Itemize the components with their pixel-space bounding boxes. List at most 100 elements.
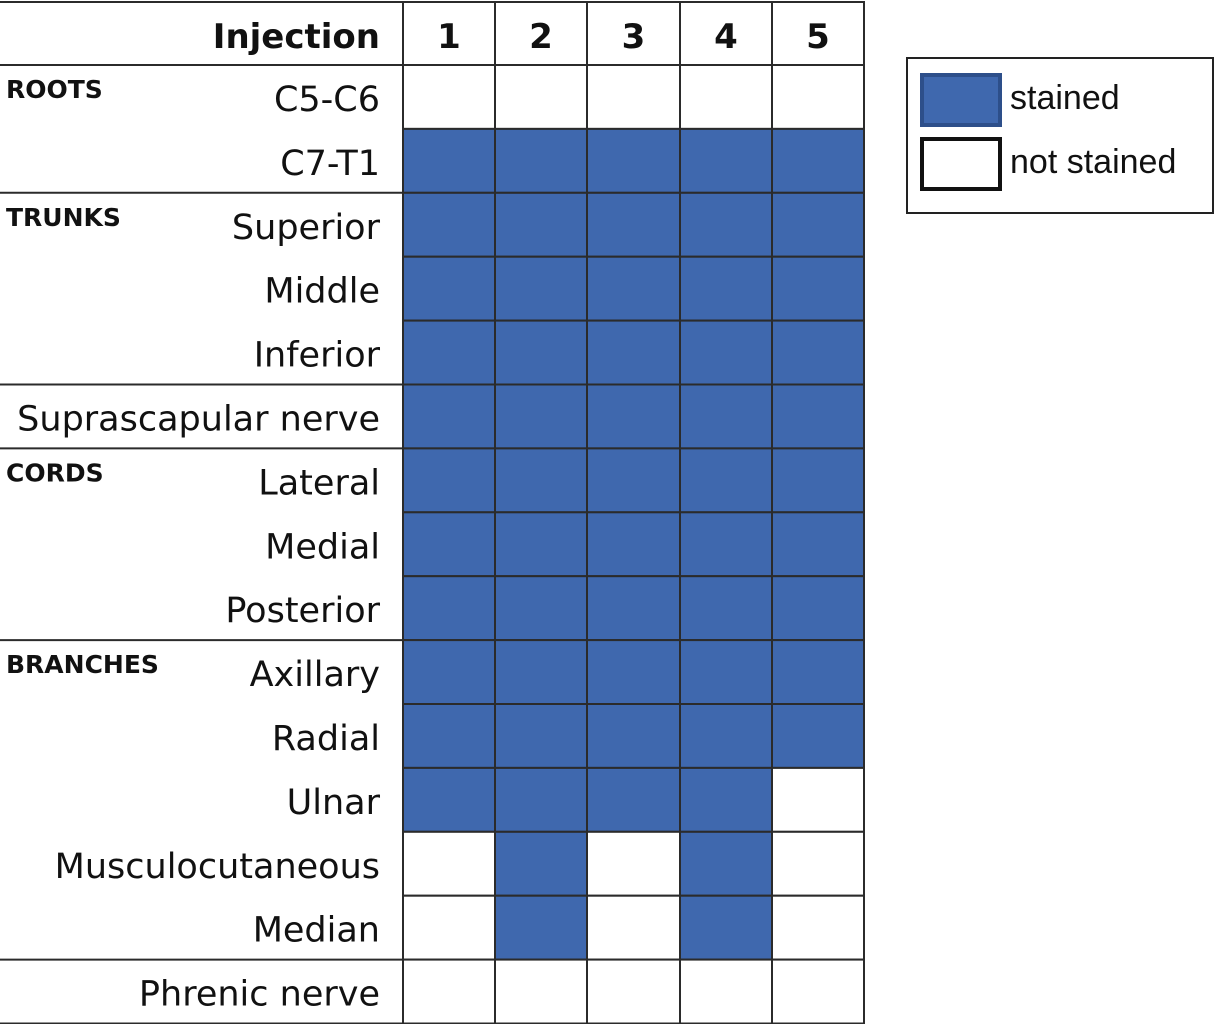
cell-not-stained — [586, 958, 681, 1025]
cell-stained — [679, 830, 773, 897]
cell-stained — [586, 639, 681, 705]
cell-stained — [771, 575, 865, 642]
cell-not-stained — [402, 894, 496, 961]
cell-stained — [586, 127, 681, 194]
cell-not-stained — [679, 64, 773, 130]
row-label: Superior — [232, 208, 381, 248]
cell-not-stained — [494, 64, 588, 130]
cell-stained — [402, 383, 496, 450]
cell-stained — [679, 575, 773, 642]
cell-stained — [679, 127, 773, 194]
cell-not-stained — [494, 958, 588, 1025]
group-label: ROOTS — [6, 75, 103, 104]
cell-not-stained — [586, 830, 681, 897]
cell-stained — [494, 191, 588, 258]
cell-stained — [679, 191, 773, 258]
row-label: Lateral — [258, 463, 380, 503]
column-header-label: 5 — [806, 17, 830, 57]
cell-stained — [402, 127, 496, 194]
cell-stained — [679, 703, 773, 769]
cell-stained — [679, 894, 773, 961]
cell-stained — [679, 511, 773, 578]
header-cell — [771, 1, 865, 66]
cell-stained — [402, 255, 496, 322]
cell-not-stained — [586, 64, 681, 130]
cell-stained — [402, 511, 496, 578]
cell-not-stained — [771, 64, 865, 130]
cell-stained — [494, 830, 588, 897]
cell-stained — [494, 127, 588, 194]
cell-stained — [771, 319, 865, 386]
cell-stained — [679, 319, 773, 386]
cell-stained — [494, 639, 588, 705]
cell-stained — [494, 766, 588, 833]
row-label: Inferior — [254, 336, 381, 376]
cell-not-stained — [402, 64, 496, 130]
row-label: Posterior — [225, 591, 380, 631]
row-label: Median — [253, 911, 380, 951]
group-label: BRANCHES — [6, 650, 159, 679]
column-header-label: 2 — [529, 17, 553, 57]
cell-stained — [771, 511, 865, 578]
cell-not-stained — [771, 958, 865, 1025]
legend-swatch — [920, 137, 1002, 191]
cell-stained — [494, 703, 588, 769]
cell-stained — [586, 575, 681, 642]
header-injection-label: Injection — [213, 17, 380, 57]
row-label: Ulnar — [287, 783, 381, 823]
row-label: Medial — [265, 527, 380, 567]
cell-stained — [494, 511, 588, 578]
cell-stained — [679, 639, 773, 705]
column-header-label: 4 — [714, 17, 738, 57]
cell-stained — [586, 703, 681, 769]
cell-stained — [494, 255, 588, 322]
row-label: C5-C6 — [274, 80, 380, 120]
cell-stained — [586, 447, 681, 514]
row-label: Phrenic nerve — [139, 975, 380, 1015]
column-header-label: 3 — [622, 17, 646, 57]
cell-stained — [494, 894, 588, 961]
cell-stained — [586, 383, 681, 450]
cell-stained — [402, 575, 496, 642]
legend-label: not stained — [1010, 143, 1176, 181]
cell-stained — [771, 191, 865, 258]
row-label: Musculocutaneous — [55, 847, 380, 887]
cell-stained — [494, 575, 588, 642]
legend-swatch — [920, 73, 1002, 127]
cell-stained — [771, 255, 865, 322]
cell-stained — [586, 191, 681, 258]
cell-stained — [586, 255, 681, 322]
row-label: Radial — [272, 719, 380, 759]
group-label: CORDS — [6, 458, 104, 487]
cell-stained — [586, 511, 681, 578]
cell-stained — [494, 447, 588, 514]
legend-label: stained — [1010, 79, 1120, 117]
cell-not-stained — [771, 766, 865, 833]
cell-stained — [402, 639, 496, 705]
cell-not-stained — [771, 830, 865, 897]
row-label: C7-T1 — [280, 144, 380, 184]
cell-stained — [679, 383, 773, 450]
cell-stained — [679, 447, 773, 514]
column-header-label: 1 — [437, 17, 461, 57]
cell-stained — [402, 319, 496, 386]
cell-stained — [771, 447, 865, 514]
row-label: Axillary — [250, 655, 380, 695]
cell-stained — [494, 383, 588, 450]
cell-stained — [402, 447, 496, 514]
cell-stained — [679, 255, 773, 322]
cell-not-stained — [771, 894, 865, 961]
cell-stained — [586, 319, 681, 386]
cell-stained — [679, 766, 773, 833]
cell-stained — [586, 766, 681, 833]
cell-stained — [771, 383, 865, 450]
row-label: Middle — [264, 272, 380, 312]
cell-not-stained — [679, 958, 773, 1025]
cell-stained — [771, 639, 865, 705]
cell-not-stained — [402, 958, 496, 1025]
group-label: TRUNKS — [6, 203, 121, 232]
cell-stained — [771, 127, 865, 194]
cell-stained — [402, 191, 496, 258]
